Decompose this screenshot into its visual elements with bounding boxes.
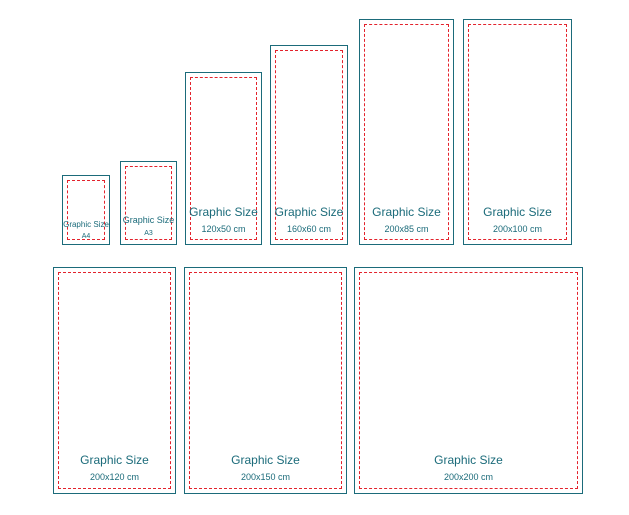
size-frame-4: Graphic Size 200x85 cm: [359, 19, 454, 245]
size-value: 160x60 cm: [286, 224, 332, 234]
bleed-line: [189, 272, 342, 489]
size-frame-3: Graphic Size 160x60 cm: [270, 45, 348, 245]
size-frame-1: Graphic Size A3: [120, 161, 177, 245]
bleed-line: [359, 272, 578, 489]
bleed-line: [275, 50, 343, 240]
size-value: 200x150 cm: [240, 472, 291, 482]
size-value: 120x50 cm: [201, 224, 246, 234]
size-frame-2: Graphic Size 120x50 cm: [185, 72, 262, 245]
size-title: Graphic Size: [274, 205, 344, 219]
bleed-line: [468, 24, 567, 240]
size-frame-0: Graphic Size A4: [62, 175, 110, 245]
size-frame-5: Graphic Size 200x100 cm: [463, 19, 572, 245]
size-title: Graphic Size: [189, 205, 258, 219]
size-value: 200x85 cm: [384, 224, 429, 234]
bleed-line: [364, 24, 449, 240]
size-title: Graphic Size: [434, 453, 503, 467]
bleed-line: [58, 272, 171, 489]
size-title: Graphic Size: [122, 215, 175, 225]
size-title: Graphic Size: [63, 220, 109, 229]
size-value: 200x200 cm: [443, 472, 494, 482]
size-value: 200x120 cm: [89, 472, 140, 482]
size-frame-6: Graphic Size 200x120 cm: [53, 267, 176, 494]
size-title: Graphic Size: [372, 205, 441, 219]
size-frame-7: Graphic Size 200x150 cm: [184, 267, 347, 494]
size-frame-8: Graphic Size 200x200 cm: [354, 267, 583, 494]
size-title: Graphic Size: [483, 205, 552, 219]
bleed-line: [190, 77, 257, 240]
size-value: 200x100 cm: [492, 224, 543, 234]
size-value: A4: [81, 233, 91, 240]
bleed-line: [125, 166, 172, 240]
size-title: Graphic Size: [80, 453, 149, 467]
size-title: Graphic Size: [231, 453, 300, 467]
bleed-line: [67, 180, 105, 240]
size-value: A3: [144, 230, 153, 237]
